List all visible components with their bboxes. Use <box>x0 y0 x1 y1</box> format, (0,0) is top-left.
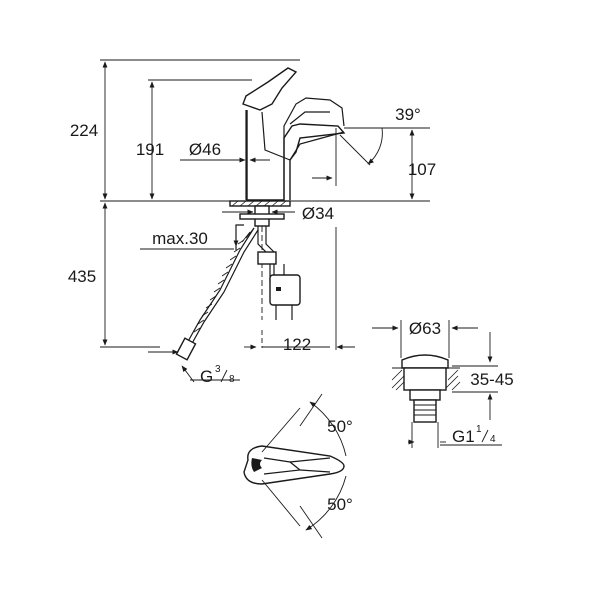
waste-thread-num: 1 <box>476 424 482 435</box>
height-spout-label: 191 <box>136 140 164 159</box>
dimension-max-deck: max.30 <box>140 229 239 250</box>
hose-connection-main: G <box>200 367 213 386</box>
swivel-angle-bottom-label: 50° <box>327 495 353 514</box>
hose-braid <box>193 239 245 333</box>
faucet-top-view: 50° 50° <box>243 393 353 539</box>
dimension-waste-thread: G1 1 4 <box>408 422 502 448</box>
dimension-hose-length: 435 <box>68 202 108 346</box>
waste-range-label: 35-45 <box>470 370 513 389</box>
swivel-top-line <box>261 407 301 453</box>
waste-thread-main: G1 <box>452 427 475 446</box>
dimension-thread-diameter: Ø34 <box>222 204 334 223</box>
swivel-top-arc <box>309 401 347 457</box>
faucet-body <box>246 110 346 201</box>
spout-height-label: 107 <box>408 160 436 179</box>
waste-hatch-right <box>445 369 461 391</box>
faucet-spout <box>283 97 345 200</box>
waste-diameter-label: Ø63 <box>409 319 441 338</box>
faucet-side-view <box>175 67 346 361</box>
thread-diameter-label: Ø34 <box>302 204 334 223</box>
hose-nut-left <box>175 337 197 361</box>
waste-hatch-left <box>391 369 405 391</box>
waste-thread <box>413 399 437 423</box>
filter-unit <box>269 274 301 306</box>
hose-length-label: 435 <box>68 267 96 286</box>
max-deck-label: max.30 <box>152 229 208 248</box>
filter-mark <box>276 287 281 291</box>
top-view-handle-mark <box>251 458 262 472</box>
faucet-lever <box>242 67 298 111</box>
swivel-angle-top-label: 50° <box>327 417 353 436</box>
dimension-waste-diameter: Ø63 <box>372 319 478 358</box>
hose-connection-num: 3 <box>215 364 221 375</box>
mounting-nut <box>239 213 285 220</box>
waste-thread-den: 4 <box>490 434 496 445</box>
waste-nut <box>409 389 441 401</box>
hose-left <box>185 227 255 346</box>
dimension-body-diameter: Ø46 <box>180 140 270 170</box>
swivel-bottom-line <box>261 479 301 527</box>
waste-body <box>403 367 447 391</box>
waste-cap <box>401 354 449 369</box>
body-diameter-label: Ø46 <box>189 140 221 159</box>
dimension-height-total: 224 <box>70 61 108 200</box>
hose-connector <box>257 251 277 265</box>
hose-right <box>257 226 271 282</box>
dimension-hose-connection: G 3 8 <box>148 349 240 386</box>
dimension-waste-range: 35-45 <box>452 332 514 420</box>
dimension-spout-height: 107 <box>408 129 436 200</box>
dimension-hose-offset: 122 <box>244 227 355 354</box>
waste-valve <box>391 354 461 423</box>
lever-angle-label: 39° <box>395 105 421 124</box>
dimension-lever-angle: 39° <box>339 105 430 166</box>
swivel-bottom-arc <box>305 475 347 531</box>
hose-connection-den: 8 <box>229 374 235 385</box>
hose-offset-label: 122 <box>283 335 311 354</box>
height-total-label: 224 <box>70 121 98 140</box>
dimension-height-spout: 191 <box>136 81 164 200</box>
deck-hatch <box>231 200 287 207</box>
